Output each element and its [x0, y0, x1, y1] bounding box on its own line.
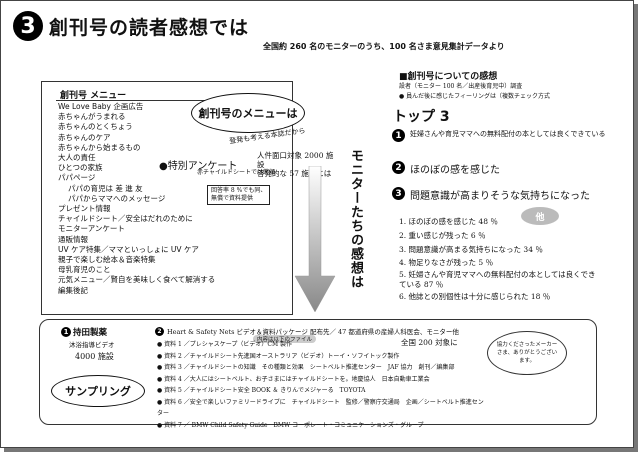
stat-row: 1. ほのぼの感を感じた 48 ％	[399, 217, 498, 226]
menu-heading: 創刊号 メニュー	[60, 91, 127, 101]
heart-safety-count: 全国 200 対象に	[401, 338, 458, 347]
menu-list: We Love Baby 企画広告 赤ちゃんがうまれる 赤ちゃんのとくちょう 赤…	[58, 102, 215, 296]
rank-badge: 3	[392, 187, 405, 200]
page-title: 創刊号の読者感想では	[49, 16, 250, 39]
rank-badge: 1	[61, 327, 71, 337]
results-respondents: 設者（モニター 100 名／出産後育児中）調査	[399, 83, 523, 90]
list-item: ● 資料 7 ／ BMW Child Safety Guide BMW コーポレ…	[157, 421, 424, 429]
stat-row: 4. 物足りなさが残った 5 ％	[399, 258, 494, 268]
list-item: ● 資料 4 ／大人にはシートベルト、お子さまにはチャイルドシートを。地慶協人 …	[157, 375, 430, 383]
list-item: ● 資料 6 ／安全で楽しいファミリードライブに チャイルドシート 監修／警察庁…	[157, 398, 484, 418]
list-item: パパの育児は 差 進 友	[68, 183, 143, 193]
down-arrow-icon	[294, 166, 336, 313]
rank-badge: 1	[392, 129, 405, 142]
list-item: 赤ちゃんから始まるもの	[58, 142, 141, 152]
menu-divider	[56, 100, 236, 101]
heart-safety-title: 2 Heart & Safety Nets ビデオ＆資料パッケージ 配布先／ 4…	[155, 326, 459, 336]
survey-note-line1: 回答率 8 %でも同、	[211, 187, 267, 194]
list-item: チャイルドシート／安全はだれのために	[58, 214, 193, 224]
rank-text: 問題意識が高まりそうな気持ちになった	[410, 191, 590, 202]
list-item: 編集後記	[58, 285, 88, 295]
mochida-name: 持田製薬	[73, 328, 108, 338]
list-item: 親子で楽しむ絵本＆音楽特集	[58, 255, 156, 265]
mochida-count: 4000 施設	[75, 352, 114, 361]
other-badge: 他	[521, 207, 559, 225]
rank-text: ほのぼの感を感じた	[410, 165, 500, 176]
mochida-product: 沐浴指導ビデオ	[69, 341, 115, 349]
list-item: We Love Baby 企画広告	[58, 102, 144, 111]
list-item: 通販情報	[58, 234, 88, 244]
rank-badge: 2	[392, 161, 405, 174]
materials-list: ● 資料 1 ／プレシャスケープ（ビデオ）CM 製作 ● 資料 2 ／チャイルド…	[157, 339, 487, 431]
list-item: 大人の責任	[58, 153, 96, 163]
mochida-title: 1 持田製薬	[61, 326, 107, 338]
monitor-impressions-heading: モニターたちの感想は	[348, 149, 363, 289]
list-item: UV ケア特集／ママといっしょに UV ケア	[58, 244, 199, 254]
results-heading: ■創刊号についての感想	[399, 72, 498, 82]
list-item: ● 資料 2 ／チャイルドシート先進国オーストラリア（ビデオ）トーイ・ソフイトッ…	[157, 352, 400, 360]
rank-badge: 2	[155, 326, 164, 336]
thanks-bubble: 協力くださったメーカーさま、ありがとうございます。	[487, 331, 567, 375]
title-row: 3 創刊号の読者感想では	[13, 9, 249, 43]
stat-row: 3. 問題意識が高まる気持ちになった 34 ％	[399, 244, 543, 254]
list-item: パパからママへのメッセージ	[68, 193, 166, 203]
note-facilities-line1: 人件面口対象 2000 施設	[257, 151, 334, 169]
list-item: 母乳育児のこと	[58, 265, 111, 275]
survey-note-line2: 無償で資料提供	[211, 195, 254, 202]
list-item: 元気メニュー／賢自を美味しく食べて解消する	[58, 275, 216, 285]
survey-title: ●特別アンケート	[159, 161, 238, 172]
survey-text: 赤チャイルドシートでは薬頒	[197, 169, 275, 176]
list-item: 赤ちゃんがうまれる	[58, 112, 126, 122]
top3-item-2: 2 ほのぼの感を感じた	[392, 161, 500, 176]
list-item: ● 資料 5 ／チャイルドシート安全 BOOK ＆ きりんでメジャーる TOYO…	[157, 387, 366, 394]
note-facilities: 人件面口対象 2000 施設 啓発的な 57 施設には	[257, 151, 337, 178]
top3-item-3: 3 問題意識が高まりそうな気持ちになった	[392, 187, 590, 202]
list-item: ● 資料 3 ／チャイルドシートの知識 その種類と効果 シートベルト推進センター…	[157, 364, 455, 371]
heart-safety-text: Heart & Safety Nets ビデオ＆資料パッケージ 配布先／ 47 …	[167, 328, 459, 336]
results-stats-list: 1. ほのぼの感を感じた 48 ％ 2. 重い感じが残った 6 ％ 3. 問題意…	[399, 215, 599, 304]
list-item: プレゼント情報	[58, 204, 111, 214]
section-number-badge: 3	[13, 11, 43, 41]
results-question: ● 員んだ後に感じたフィーリングは（複数チェック方式	[399, 93, 551, 100]
note-facilities-line2: 啓発的な 57 施設には	[257, 169, 332, 178]
top3-item-1: 1 妊婦さんや育児ママへの無料配付の本としては良くできている	[392, 129, 612, 142]
stat-row: 6. 他誌との別個性は十分に感じられた 18 ％	[399, 292, 551, 302]
list-item: ひとつの家族	[58, 163, 103, 173]
page-subtitle: 全国約 260 名のモニターのうち、100 名さま意見集計データより	[263, 42, 505, 51]
list-item: 赤ちゃんのケア	[58, 132, 111, 142]
list-item: モニターアンケート	[58, 224, 125, 234]
stat-row: 5. 妊婦さんや育児ママへの無料配付の本としては良くできている 87 ％	[399, 270, 596, 290]
rank-text: 妊婦さんや育児ママへの無料配付の本としては良くできている	[410, 130, 606, 138]
menu-callout-bubble: 創刊号のメニューは	[191, 93, 305, 133]
list-item: 赤ちゃんのとくちょう	[58, 122, 133, 132]
list-item: ● 資料 1 ／プレシャスケープ（ビデオ）CM 製作	[157, 341, 293, 348]
sampling-bubble: サンプリング	[51, 375, 145, 407]
top3-label: トップ 3	[393, 109, 450, 125]
heart-safety-contents-tag: 内容は以下のファイル	[253, 335, 317, 343]
list-item: パパページ	[58, 173, 96, 183]
survey-note: 回答率 8 %でも同、 無償で資料提供	[207, 185, 271, 205]
stat-row: 2. 重い感じが残った 6 ％	[399, 230, 486, 240]
